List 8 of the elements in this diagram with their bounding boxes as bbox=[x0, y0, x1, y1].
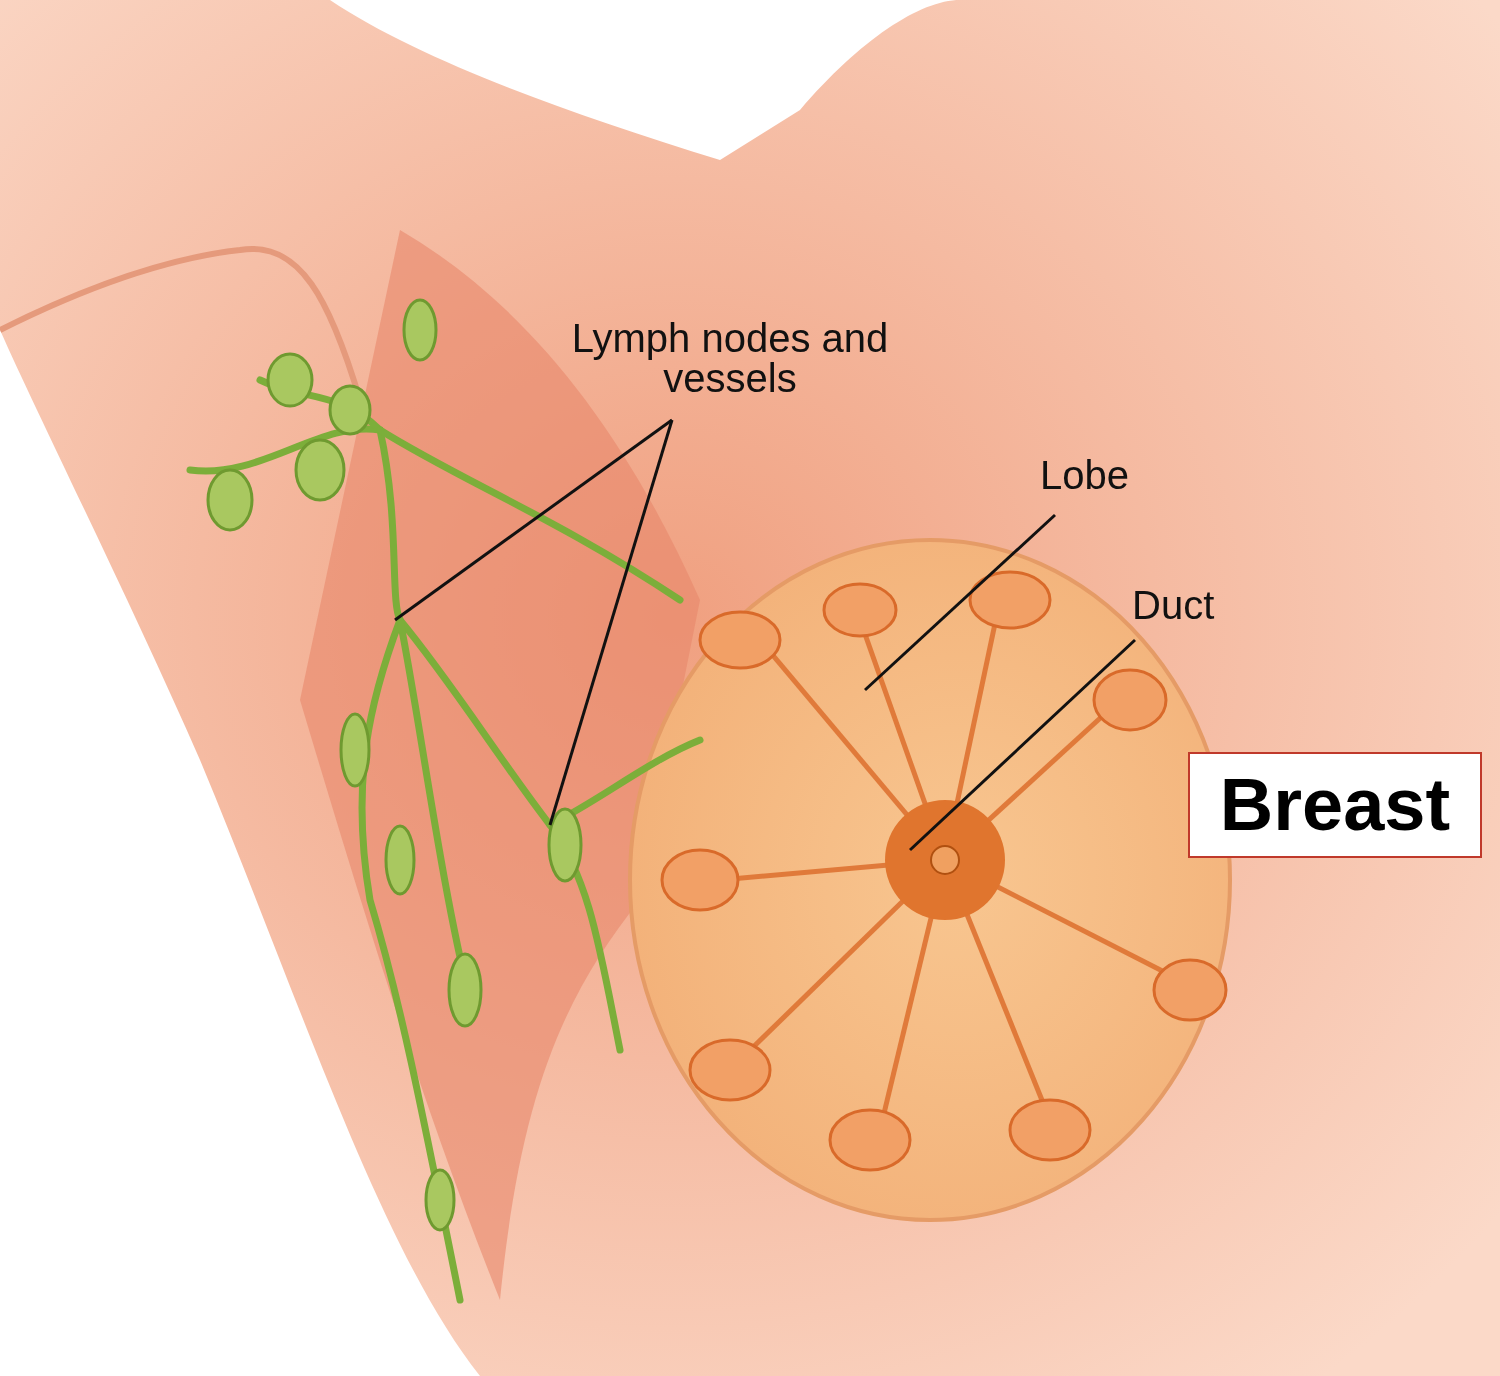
part-label: Duct bbox=[1132, 585, 1215, 625]
leader-line bbox=[864, 513, 1056, 692]
part-label: Lobe bbox=[1040, 455, 1129, 495]
leader-line bbox=[908, 638, 1137, 852]
leader-line bbox=[394, 418, 673, 622]
title-box: Breast bbox=[1188, 752, 1482, 858]
part-label: Lymph nodes and vessels bbox=[570, 318, 890, 398]
leader-line bbox=[548, 419, 674, 826]
